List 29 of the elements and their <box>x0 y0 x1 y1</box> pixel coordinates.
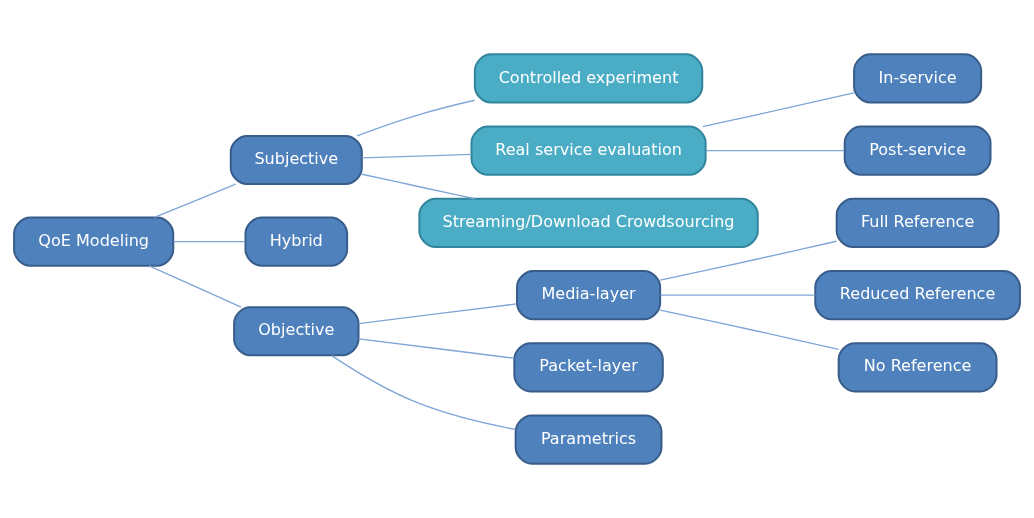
connector <box>358 338 515 359</box>
connector <box>659 294 816 296</box>
connector <box>148 265 242 308</box>
connector <box>361 173 476 200</box>
node-box: In-service <box>853 53 983 104</box>
node-box: Packet-layer <box>513 342 664 393</box>
connector <box>705 150 845 152</box>
node-box: Media-layer <box>516 270 662 321</box>
node-box: Objective <box>233 306 360 357</box>
connector <box>153 183 237 218</box>
connector <box>361 153 472 159</box>
node-box: Hybrid <box>244 216 349 267</box>
node-box: QoE Modeling <box>13 216 175 267</box>
connector <box>659 309 840 351</box>
connector <box>356 99 476 137</box>
node-box: Parametrics <box>514 414 663 465</box>
node-box: Streaming/Download Crowdsourcing <box>418 197 759 248</box>
connector <box>659 240 838 281</box>
connector <box>331 354 517 431</box>
node-box: Controlled experiment <box>473 53 704 104</box>
node-box: Full Reference <box>835 197 1000 248</box>
node-box: Real service evaluation <box>470 125 707 176</box>
connector <box>702 92 855 128</box>
connector <box>358 303 518 325</box>
node-box: Post-service <box>843 125 992 176</box>
node-box: Reduced Reference <box>814 270 1021 321</box>
node-box: No Reference <box>837 342 998 393</box>
connector <box>172 240 246 243</box>
node-box: Subjective <box>229 134 363 186</box>
